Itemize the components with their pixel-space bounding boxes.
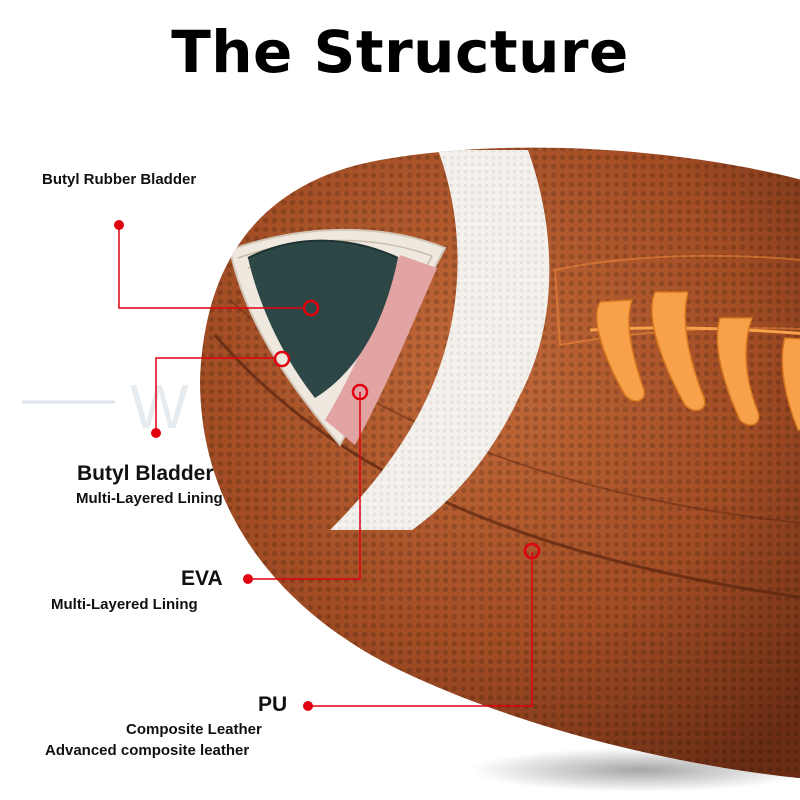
markers — [114, 220, 541, 711]
page-title: The Structure — [171, 18, 629, 86]
ring-lining — [273, 350, 291, 368]
label-pu-sub2: Advanced composite leather — [45, 742, 250, 759]
label-pu: PU — [258, 693, 288, 716]
label-butyl-bladder-sub: Multi-Layered Lining — [76, 490, 223, 507]
dot-butyl-bladder — [151, 428, 161, 438]
callout-line-pu — [308, 552, 533, 707]
dot-eva — [243, 574, 253, 584]
callouts — [118, 225, 533, 707]
cutaway-section — [228, 228, 447, 447]
dot-butyl-rubber-bladder — [114, 220, 124, 230]
label-butyl-bladder: Butyl Bladder — [77, 462, 214, 485]
label-eva-sub: Multi-Layered Lining — [51, 596, 198, 613]
bladder-cross-section — [248, 240, 398, 398]
label-eva: EVA — [181, 567, 223, 590]
label-butyl-rubber-bladder: Butyl Rubber Bladder — [42, 171, 197, 188]
callout-line-butyl-rubber-bladder — [118, 225, 304, 309]
laces — [596, 291, 800, 431]
eva-lining — [325, 255, 437, 445]
callout-line-butyl-bladder — [155, 357, 275, 433]
dot-pu — [303, 701, 313, 711]
ring-bladder — [302, 299, 320, 317]
callout-line-eva — [248, 392, 361, 580]
ring-pu — [523, 542, 541, 560]
football — [200, 147, 800, 780]
label-pu-sub1: Composite Leather — [126, 721, 262, 738]
ring-eva — [351, 383, 369, 401]
